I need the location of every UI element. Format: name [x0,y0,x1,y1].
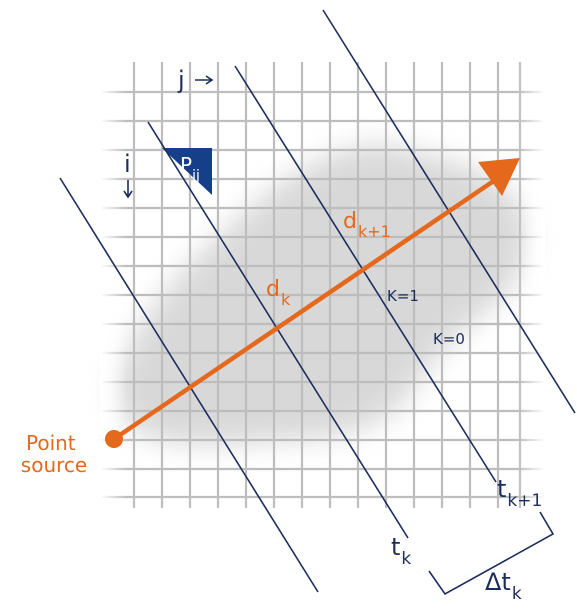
grid-fade [100,60,545,510]
d-k1-label: dk+1 [343,209,391,241]
delta-bracket [428,511,555,596]
point-source-label: Point source [21,431,87,477]
wavefront-line-tk1 [234,65,497,483]
ray-arrowhead [478,158,520,196]
ray [105,158,520,448]
pixel-pij [162,148,212,195]
k1-label: K=1 [387,287,419,305]
t-k1-label: tk+1 [497,475,542,511]
t-k-label: tk [391,533,411,569]
ray-line [112,176,500,441]
k0-label: K=0 [433,330,465,348]
d-k-label: dk [266,277,291,309]
point-source-dot [105,430,123,448]
i-axis-label: i [124,150,131,178]
j-axis-arrow-icon [195,75,214,85]
pixel-pij-label: Pij [180,153,200,184]
j-axis-label: j [177,66,185,94]
wavefront-line-1 [59,177,319,593]
i-axis-arrow-icon [123,180,133,199]
delta-t-label: Δtk [485,568,522,604]
